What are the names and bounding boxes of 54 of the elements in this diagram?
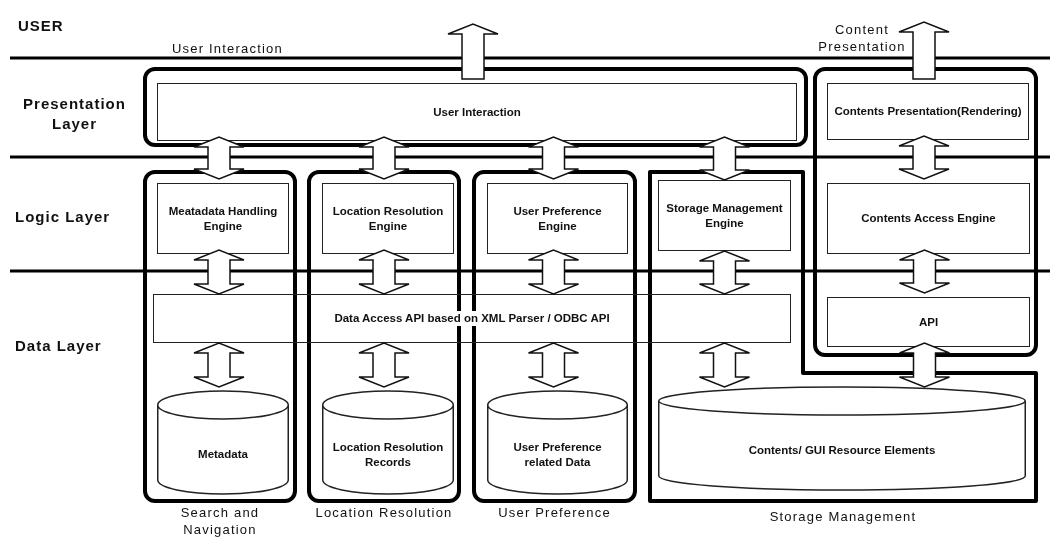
block-arrow bbox=[527, 342, 580, 388]
block-arrow bbox=[193, 342, 245, 388]
block-arrow bbox=[358, 249, 410, 295]
process-box bbox=[827, 83, 1029, 140]
block-arrow bbox=[193, 136, 245, 180]
process-box bbox=[487, 183, 628, 254]
node-label: Metadata bbox=[197, 447, 249, 462]
node-label: Contents/ GUI Resource Elements bbox=[747, 443, 937, 458]
node-label: API bbox=[917, 314, 940, 330]
group-caption: User Preference bbox=[497, 505, 612, 522]
process-box bbox=[827, 297, 1030, 347]
text-label: USER bbox=[18, 16, 64, 36]
block-arrow bbox=[898, 249, 951, 294]
layer-label: Logic Layer bbox=[15, 207, 111, 227]
block-arrow bbox=[898, 21, 950, 80]
process-box bbox=[827, 183, 1030, 254]
layer-label: Presentation Layer bbox=[22, 94, 127, 133]
database-cylinder bbox=[322, 391, 454, 494]
process-box bbox=[322, 183, 454, 254]
process-box bbox=[157, 83, 797, 141]
node-label: User Preference Engine bbox=[512, 203, 603, 234]
text-label: Content Presentation bbox=[817, 22, 907, 56]
group-caption: Storage Management bbox=[768, 509, 918, 526]
block-arrow bbox=[698, 342, 751, 388]
block-arrow bbox=[698, 250, 751, 295]
node-label: Meatadata Handling Engine bbox=[167, 203, 279, 234]
node-label: Location Resolution Engine bbox=[331, 203, 445, 234]
block-arrow bbox=[447, 23, 499, 80]
group-caption: Search and Navigation bbox=[179, 505, 261, 539]
process-box bbox=[157, 183, 289, 254]
process-box bbox=[658, 180, 791, 251]
node-label: Location Resolution Records bbox=[331, 439, 445, 470]
block-arrow bbox=[527, 249, 580, 295]
block-arrow bbox=[898, 135, 950, 180]
node-label: Contents Presentation(Rendering) bbox=[833, 104, 1023, 119]
database-cylinder bbox=[157, 391, 289, 494]
node-label: User Interaction bbox=[432, 104, 522, 120]
process-box bbox=[153, 294, 791, 343]
block-arrow bbox=[898, 342, 951, 388]
block-arrow bbox=[527, 136, 580, 180]
block-arrow bbox=[358, 136, 410, 180]
node-label: User Preference related Data bbox=[512, 439, 603, 470]
group-frame bbox=[813, 67, 1038, 357]
block-arrow bbox=[193, 249, 245, 295]
node-label: Contents Access Engine bbox=[860, 211, 997, 226]
group-frame bbox=[143, 67, 808, 147]
text-label: User Interaction bbox=[172, 41, 283, 58]
block-arrow bbox=[698, 136, 751, 181]
database-cylinder bbox=[487, 391, 628, 494]
block-arrow bbox=[358, 342, 410, 388]
layer-label: Data Layer bbox=[15, 336, 102, 356]
node-label: Storage Management Engine bbox=[665, 200, 784, 231]
database-cylinder bbox=[658, 387, 1026, 490]
group-caption: Location Resolution bbox=[314, 505, 454, 522]
